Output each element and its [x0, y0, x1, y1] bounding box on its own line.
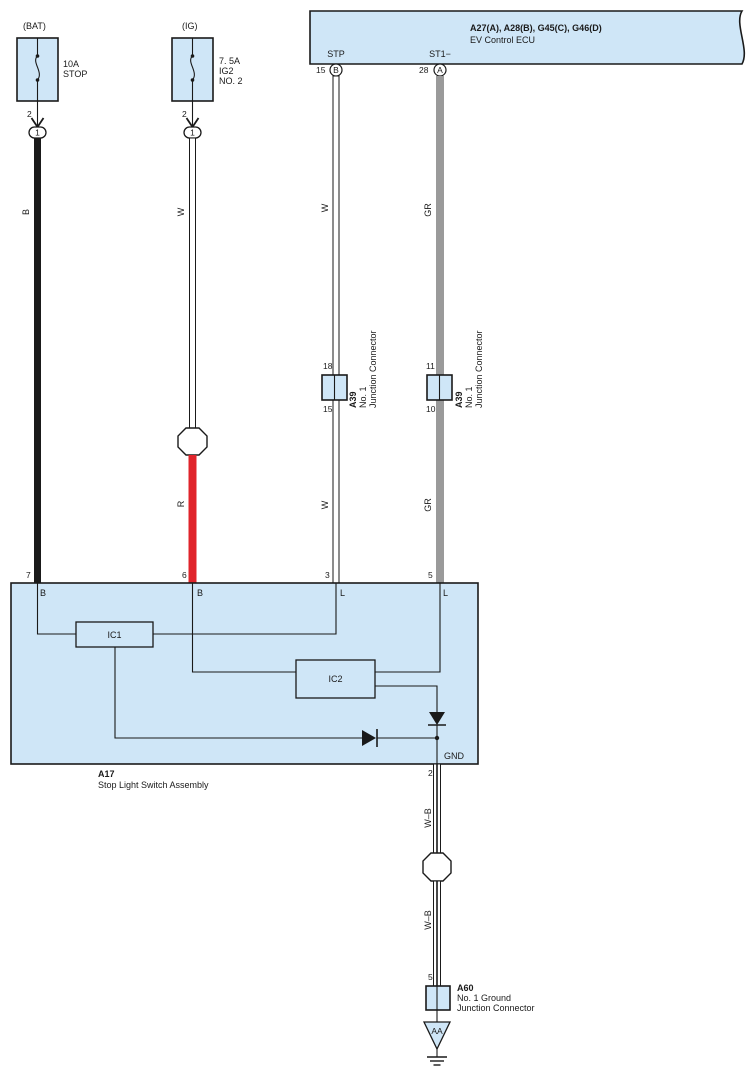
wire-wb-upper[interactable]	[433, 763, 441, 854]
jc-left-pin-bottom: 15	[323, 404, 333, 414]
ic2-label: IC2	[328, 674, 342, 684]
ecu-stp-conn: B	[333, 65, 339, 75]
wire-gr[interactable]	[436, 76, 444, 583]
terminal-b-2: B	[197, 588, 203, 598]
jc-right-code: A39	[454, 391, 464, 408]
jc-left-name: No. 1	[358, 386, 368, 408]
gjc-pin: 5	[428, 972, 433, 982]
wire-b-label: B	[21, 209, 31, 215]
terminal-gnd: GND	[444, 751, 465, 761]
wire-b[interactable]	[34, 138, 41, 583]
wire-r[interactable]	[188, 455, 197, 583]
junction-connector-right[interactable]: 11 10 A39 No. 1 Junction Connector	[426, 330, 484, 414]
terminal-l-1: L	[340, 588, 345, 598]
fuse-ig-name: IG2	[219, 66, 234, 76]
jc-right-pin-top: 11	[426, 361, 435, 371]
switch-box	[10, 582, 479, 765]
jc-right-name: No. 1	[464, 386, 474, 408]
switch-pin-2: 2	[428, 768, 433, 778]
wire-w-ig[interactable]	[189, 137, 196, 430]
jc-right-pin-bottom: 10	[426, 404, 436, 414]
fuse-bat-rating: 10A	[63, 59, 79, 69]
splice-point-icon	[422, 852, 452, 882]
fuse-ig-name-2: NO. 2	[219, 76, 243, 86]
fuse-icon	[190, 38, 195, 101]
switch-pin-7: 7	[26, 570, 31, 580]
gjc-name: No. 1 Ground	[457, 993, 511, 1003]
wire-gr-upper-label: GR	[423, 203, 433, 217]
ground-point-label: AA	[431, 1026, 443, 1036]
wire-wb-lower[interactable]	[433, 880, 441, 987]
fuse-bat-pin: 2	[27, 109, 32, 119]
ecu-box	[309, 10, 746, 65]
wire-w-stp-lower-label: W	[320, 500, 330, 509]
junction-connector-left[interactable]: 18 15 A39 No. 1 Junction Connector	[321, 330, 378, 414]
ecu-st1-pin: 28	[419, 65, 429, 75]
terminal-l-2: L	[443, 588, 448, 598]
fuse-ig-pin: 2	[182, 109, 187, 119]
ground-symbol-icon: AA	[422, 1021, 452, 1066]
connector-bat-num: 1	[35, 128, 40, 138]
diode-icon	[428, 712, 446, 726]
diode-icon	[362, 729, 378, 747]
gjc-box	[425, 985, 451, 1011]
fuse-icon	[35, 38, 40, 101]
fuse-bat-name: STOP	[63, 69, 87, 79]
jc-right-name-2: Junction Connector	[474, 330, 484, 408]
fuse-ig-rating: 7. 5A	[219, 56, 240, 66]
splice-point-icon	[177, 427, 208, 456]
ecu-st1-conn: A	[437, 65, 443, 75]
fuse-ig-source: (IG)	[182, 21, 198, 31]
ev-control-ecu[interactable]: A27(A), A28(B), G45(C), G46(D) EV Contro…	[309, 10, 746, 77]
jc-left-pin-top: 18	[323, 361, 333, 371]
wire-wb-lower-label: W–B	[423, 910, 433, 930]
ecu-connectors: A27(A), A28(B), G45(C), G46(D)	[470, 23, 602, 33]
fuse-bat-source: (BAT)	[23, 21, 46, 31]
wire-gr-lower-label: GR	[423, 498, 433, 512]
wire-w-ig-label: W	[176, 207, 186, 216]
wire-wb-upper-label: W–B	[423, 808, 433, 828]
ecu-name: EV Control ECU	[470, 35, 535, 45]
wire-w-stp[interactable]	[332, 75, 340, 584]
connector-ig-num: 1	[190, 128, 195, 138]
ic1-label: IC1	[107, 630, 121, 640]
wire-w-stp-upper-label: W	[320, 203, 330, 212]
fuse-bat[interactable]: (BAT) 10A STOP 2 1	[16, 21, 87, 139]
ecu-stp-label: STP	[327, 49, 345, 59]
gjc-name-2: Junction Connector	[457, 1003, 535, 1013]
switch-pin-6: 6	[182, 570, 187, 580]
stop-light-switch-assembly[interactable]: 7 6 3 5 B B L L IC1 IC2	[10, 570, 479, 790]
gjc-code: A60	[457, 983, 474, 993]
ecu-st1-label: ST1−	[429, 49, 451, 59]
ic1-block	[75, 621, 154, 648]
ic2-block	[295, 659, 376, 699]
switch-code: A17	[98, 769, 115, 779]
fuse-ig[interactable]: (IG) 7. 5A IG2 NO. 2 2 1	[171, 21, 243, 139]
wire-r-label: R	[176, 500, 186, 507]
terminal-b-1: B	[40, 588, 46, 598]
jc-left-name-2: Junction Connector	[368, 330, 378, 408]
switch-pin-5: 5	[428, 570, 433, 580]
ground-junction-connector[interactable]: 5 A60 No. 1 Ground Junction Connector	[425, 972, 535, 1013]
ecu-stp-pin: 15	[316, 65, 326, 75]
jc-left-code: A39	[348, 391, 358, 408]
switch-name: Stop Light Switch Assembly	[98, 780, 209, 790]
switch-pin-3: 3	[325, 570, 330, 580]
